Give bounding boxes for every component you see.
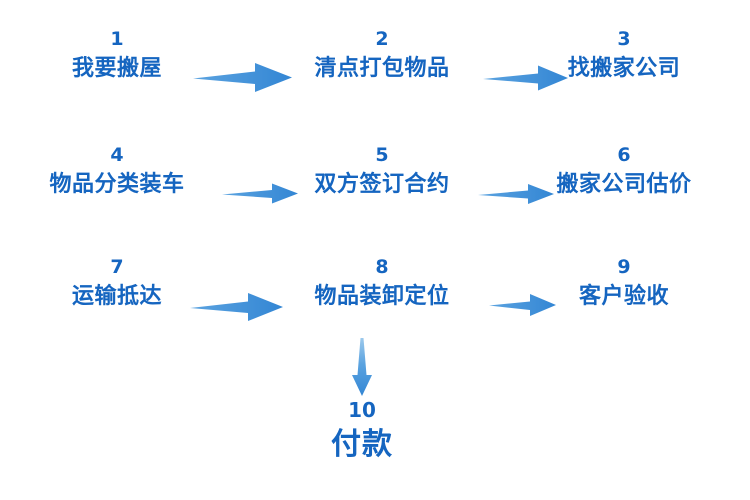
arrow-7-to-8-icon [190,293,283,321]
step-number: 1 [110,28,124,50]
flow-node-step-7[interactable]: 7 运输抵达 [72,258,162,308]
step-label: 找搬家公司 [567,56,681,81]
flow-node-step-2[interactable]: 2 清点打包物品 [314,30,449,80]
step-label: 物品分类装车 [49,172,185,197]
step-label: 物品装卸定位 [314,284,450,309]
step-number: 5 [375,144,389,166]
arrow-1-to-2-icon [193,63,292,92]
step-number: 3 [617,28,631,50]
arrow-5-to-6-icon [478,184,554,204]
step-label: 运输抵达 [71,284,163,309]
flow-node-step-6[interactable]: 6 搬家公司估价 [556,146,691,196]
step-number: 10 [348,398,376,422]
step-label: 我要搬屋 [71,56,163,81]
arrow-2-to-3-icon [483,65,568,91]
step-number: 8 [375,256,389,278]
flow-node-step-1[interactable]: 1 我要搬屋 [72,30,162,80]
step-label: 双方签订合约 [314,172,450,197]
step-number: 4 [110,144,124,166]
flow-node-step-5[interactable]: 5 双方签订合约 [314,146,449,196]
flow-node-step-3[interactable]: 3 找搬家公司 [568,30,681,80]
step-number: 6 [617,144,631,166]
step-number: 9 [617,256,631,278]
flow-node-step-4[interactable]: 4 物品分类装车 [49,146,184,196]
step-label: 清点打包物品 [314,56,450,81]
step-label: 搬家公司估价 [556,172,692,197]
step-number: 7 [110,256,124,278]
flow-node-step-9[interactable]: 9 客户验收 [579,258,669,308]
arrow-4-to-5-icon [222,183,298,204]
step-label: 客户验收 [578,284,670,309]
step-label: 付款 [331,427,393,462]
step-number: 2 [375,28,389,50]
arrow-8-to-9-icon [489,294,556,316]
arrow-8-to-10-icon [352,338,372,396]
flow-node-step-10[interactable]: 10 付款 [331,400,393,460]
flow-node-step-8[interactable]: 8 物品装卸定位 [314,258,449,308]
